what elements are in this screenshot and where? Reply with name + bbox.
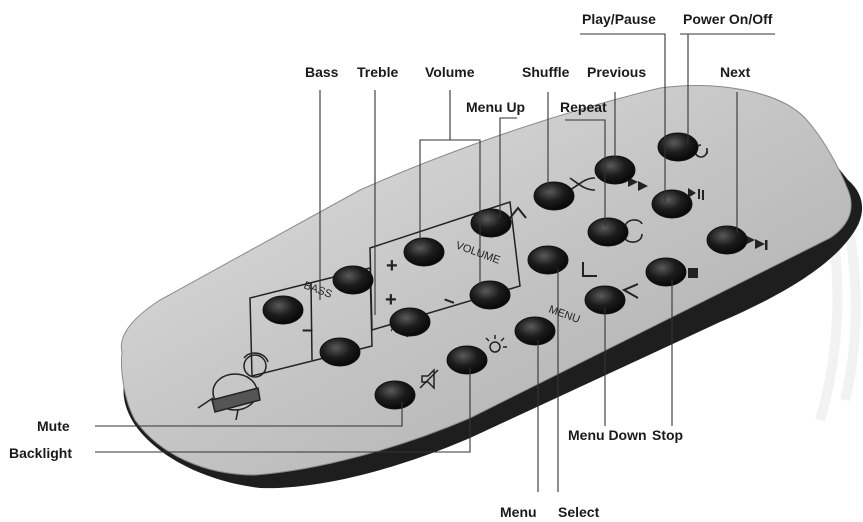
label-shuffle: Shuffle [522,64,570,80]
select-button[interactable] [527,245,569,275]
treble-plus-print: + [385,289,397,311]
chevron-down-icon [621,283,639,299]
power-button[interactable] [657,132,699,162]
label-power: Power On/Off [683,11,773,27]
label-treble: Treble [357,64,398,80]
play-pause-icon [688,188,704,200]
repeat-button[interactable] [587,217,629,247]
label-mute: Mute [37,418,70,434]
mute-button[interactable] [374,380,416,410]
label-backlight: Backlight [9,445,72,461]
callout-labels: Play/Pause Power On/Off Bass Treble Volu… [9,11,773,520]
light-bulb-icon [485,335,507,353]
shuffle-icon [569,177,596,191]
bass-minus-print: – [302,319,313,341]
label-repeat: Repeat [560,99,607,115]
label-previous: Previous [587,64,646,80]
mute-icon [419,368,439,390]
return-icon [582,262,597,277]
menu-up-button[interactable] [470,208,512,238]
mascot-logo [197,352,269,421]
volume-up-button[interactable] [403,237,445,267]
label-select: Select [558,504,600,520]
next-button[interactable] [706,225,748,255]
volume-frame [369,201,521,331]
label-volume: Volume [425,64,475,80]
label-bass: Bass [305,64,339,80]
volume-down-button[interactable] [469,280,511,310]
volume-plus-print: + [386,255,398,277]
bass-down-button[interactable] [319,337,361,367]
label-next: Next [720,64,751,80]
chevron-up-icon [509,206,527,219]
treble-down-button[interactable] [389,307,431,337]
play-pause-button[interactable] [651,189,693,219]
label-play-pause: Play/Pause [582,11,656,27]
shuffle-button[interactable] [533,181,575,211]
leader-lines [95,33,775,492]
label-menu-down: Menu Down [568,427,647,443]
treble-up-button[interactable] [332,265,374,295]
bass-up-button[interactable] [262,295,304,325]
stop-icon [688,268,698,278]
menu-button[interactable] [514,316,556,346]
next-track-icon [745,235,768,250]
label-menu: Menu [500,504,537,520]
stop-button[interactable] [645,257,687,287]
bass-treble-frame [249,267,373,377]
backlight-button[interactable] [446,345,488,375]
label-stop: Stop [652,427,683,443]
label-menu-up: Menu Up [466,99,525,115]
